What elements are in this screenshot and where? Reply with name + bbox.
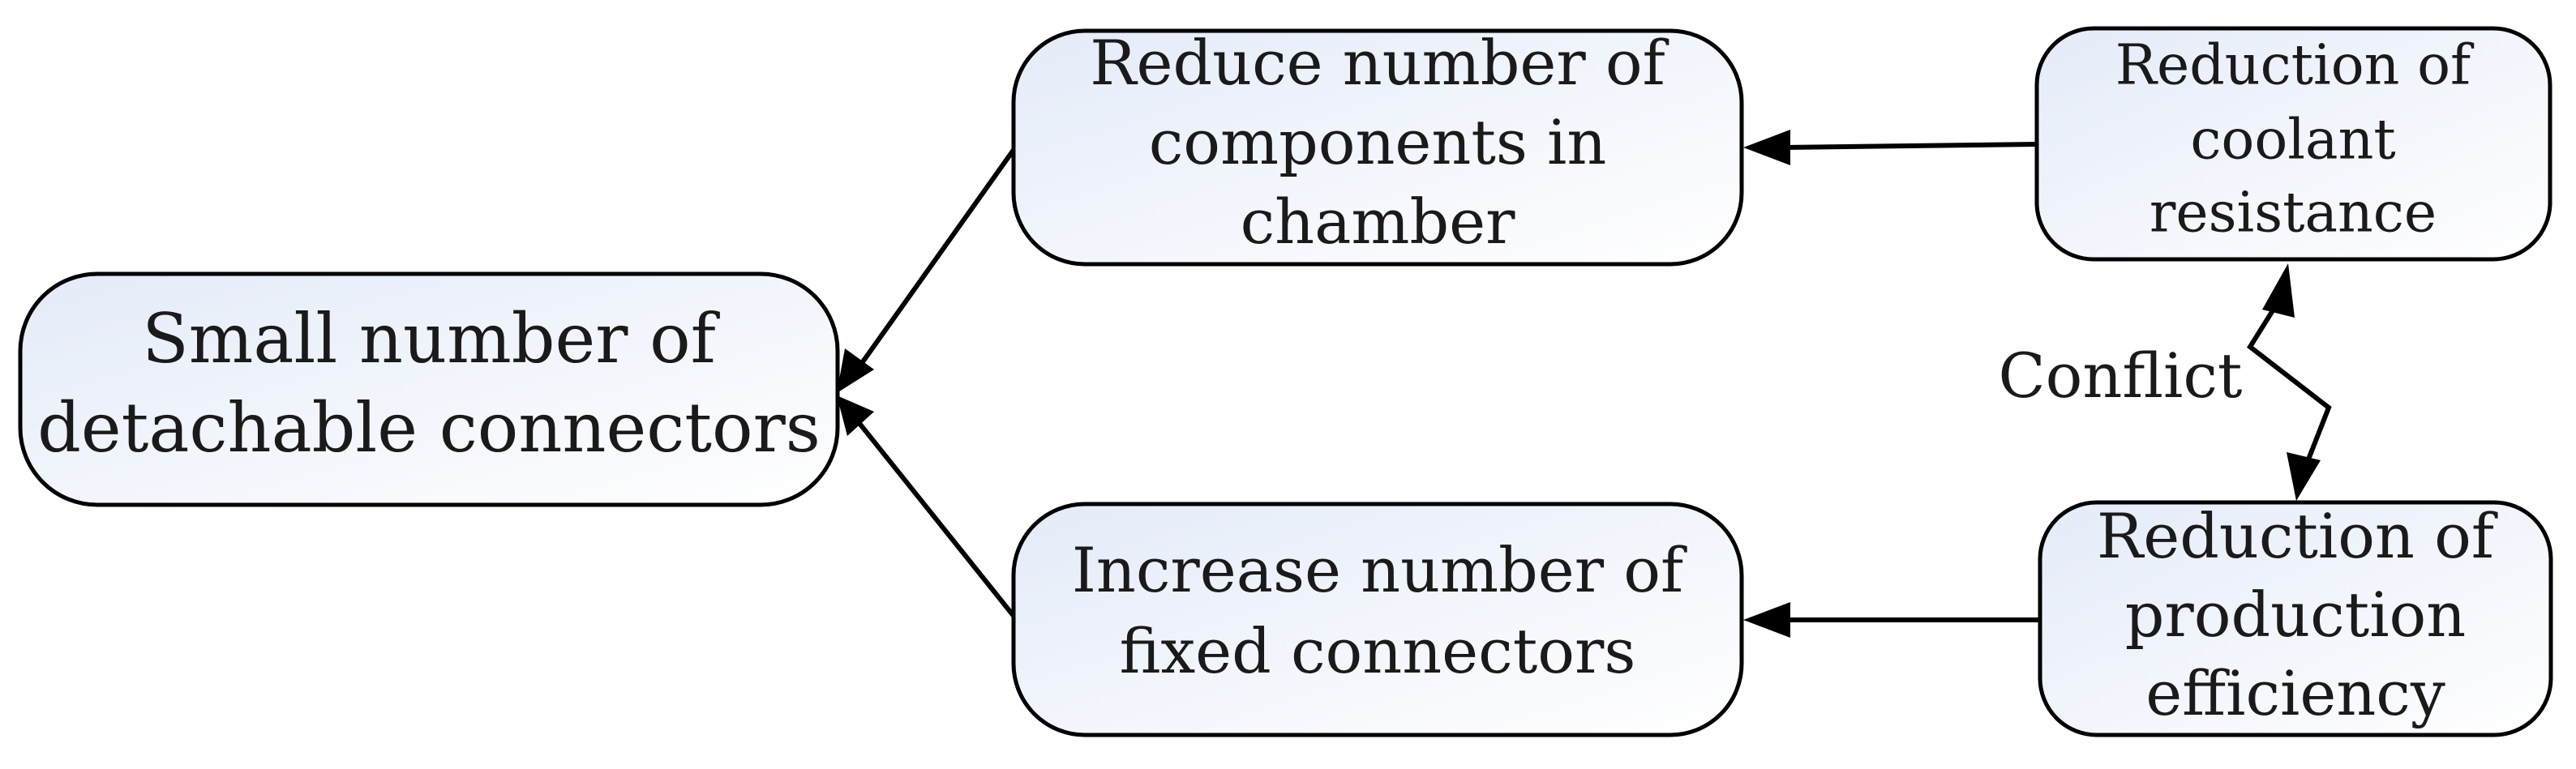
edges: Conflict [837,130,2332,638]
node-label-line-2: fixed connectors [1120,615,1636,687]
conflict-zigzag-arrow [2247,300,2332,465]
node-box [2038,500,2553,737]
node-box [1011,28,1744,267]
node-reduce-components-in-chamber: Reduce number of components in chamber [1011,27,1744,267]
node-small-detachable-connectors: Small number of detachable connectors [18,271,840,507]
arrowhead-reduce-components-to-small-detachable [837,348,874,393]
arrow-reduce-components-to-small-detachable [855,148,1016,370]
arrowhead-production-to-increase-fixed [1743,602,1790,638]
arrowhead-coolant-to-reduce-components [1743,130,1790,165]
node-label-line-1: Reduction of [2097,500,2498,572]
arrow-coolant-to-reduce-components [1783,142,2038,150]
node-label-line-1: Reduction of [2115,34,2475,98]
node-box [2034,26,2552,262]
conflict-arrowhead-top [2262,263,2295,318]
node-increase-fixed-connectors: Increase number of fixed connectors [1011,502,1744,737]
node-label-line-1: Reduce number of [1090,27,1669,99]
node-box [1011,502,1744,737]
conflict-arrowhead-bottom [2287,452,2321,501]
node-label-line-2: coolant [2190,109,2395,173]
node-label-line-2: detachable connectors [37,388,821,468]
node-label-line-1: Increase number of [1072,534,1687,606]
node-box [18,271,840,507]
node-label-line-3: efficiency [2145,657,2445,729]
arrowhead-increase-fixed-to-small-detachable [837,395,874,436]
node-reduction-coolant-resistance: Reduction of coolant resistance [2034,26,2552,262]
arrow-increase-fixed-to-small-detachable [855,420,1016,617]
node-reduction-production-efficiency: Reduction of production efficiency [2038,500,2553,737]
node-label-line-3: chamber [1241,186,1516,258]
node-label-line-1: Small number of [142,299,720,378]
node-label-line-3: resistance [2150,182,2437,246]
node-label-line-2: production [2125,579,2466,651]
conflict-label: Conflict [1999,340,2243,412]
node-label-line-2: components in [1149,106,1607,178]
